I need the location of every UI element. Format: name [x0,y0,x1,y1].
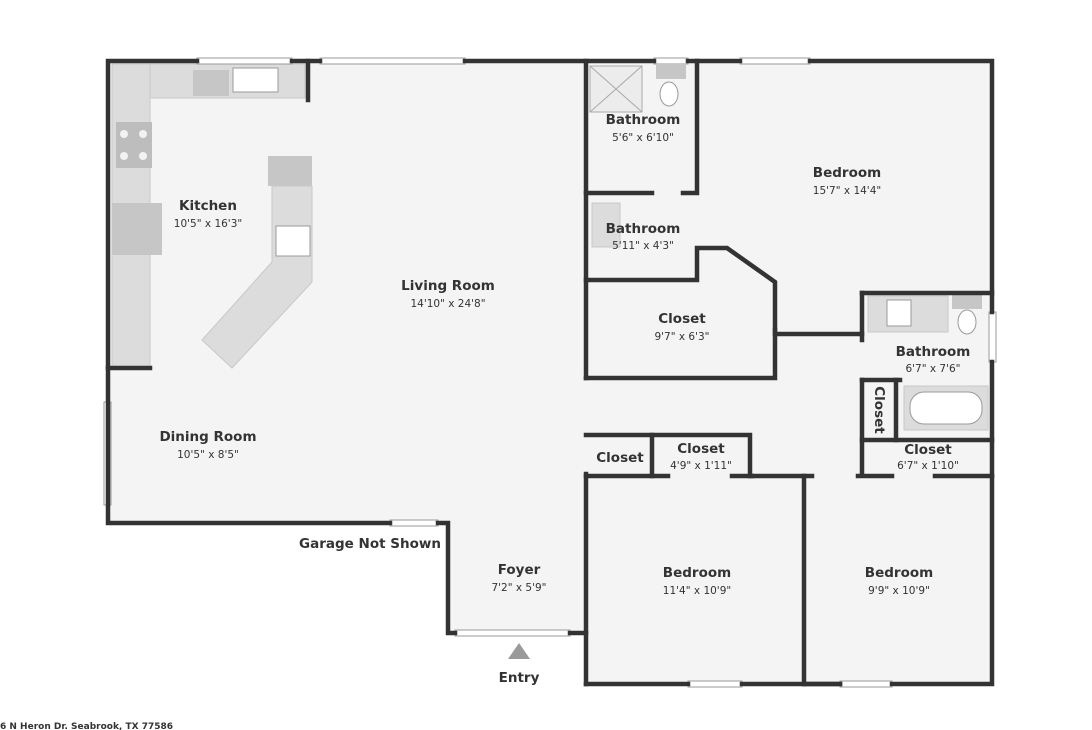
bathroom-top-dims: 5'6" x 6'10" [612,132,674,144]
bathroom-mid-dims: 5'11" x 4'3" [612,240,674,252]
bedroom-3-name: Bedroom [865,565,933,581]
bathroom-mid-name: Bathroom [606,221,681,237]
room-living-room: Living Room 14'10" x 24'8" [401,278,495,310]
room-closet-bedroom2: Closet 4'9" x 1'11" [670,441,732,472]
room-kitchen: Kitchen 10'5" x 16'3" [174,198,242,230]
bedroom-3-dims: 9'9" x 10'9" [868,585,930,597]
living-room-name: Living Room [401,278,495,294]
kitchen-name: Kitchen [179,198,237,214]
room-bedroom-2: Bedroom 11'4" x 10'9" [663,565,731,597]
foyer-name: Foyer [498,562,541,578]
room-bedroom-3: Bedroom 9'9" x 10'9" [865,565,933,597]
room-bathroom-mid: Bathroom 5'11" x 4'3" [606,221,681,252]
bedroom-master-name: Bedroom [813,165,881,181]
bedroom-master-dims: 15'7" x 14'4" [813,185,881,197]
closet-master-dims: 9'7" x 6'3" [654,331,709,343]
bathroom-right-dims: 6'7" x 7'6" [905,363,960,375]
dining-room-dims: 10'5" x 8'5" [177,449,239,461]
bathroom-right-name: Bathroom [896,344,971,360]
room-bathroom-right: Bathroom 6'7" x 7'6" [896,344,971,375]
closet-bedroom3-dims: 6'7" x 1'10" [897,460,959,472]
closet-master-name: Closet [658,311,706,327]
entry-arrow-icon [508,643,530,659]
closet-bedroom2-name: Closet [677,441,725,457]
bedroom-2-dims: 11'4" x 10'9" [663,585,731,597]
closet-small-vertical-name: Closet [871,386,887,434]
closet-hall-name: Closet [596,450,644,466]
room-dining-room: Dining Room 10'5" x 8'5" [159,429,256,461]
closet-bedroom2-dims: 4'9" x 1'11" [670,460,732,472]
walls [105,58,995,687]
bathroom-top-name: Bathroom [606,112,681,128]
room-bedroom-master: Bedroom 15'7" x 14'4" [813,165,881,197]
room-foyer: Foyer 7'2" x 5'9" [491,562,546,594]
room-closet-small-vertical: Closet [871,386,887,434]
room-bathroom-top: Bathroom 5'6" x 6'10" [606,112,681,144]
living-room-dims: 14'10" x 24'8" [410,298,485,310]
kitchen-dims: 10'5" x 16'3" [174,218,242,230]
floor-area [108,61,992,684]
room-closet-bedroom3: Closet 6'7" x 1'10" [897,442,959,472]
bathroom-fixtures [589,65,989,431]
kitchen-fixtures [111,63,313,369]
garage-note: Garage Not Shown [299,536,441,552]
entry-label: Entry [499,670,540,686]
closet-bedroom3-name: Closet [904,442,952,458]
foyer-dims: 7'2" x 5'9" [491,582,546,594]
bedroom-2-name: Bedroom [663,565,731,581]
room-closet-hall: Closet [596,450,644,466]
room-closet-master: Closet 9'7" x 6'3" [654,311,709,343]
dining-room-name: Dining Room [159,429,256,445]
address-footer: 6 N Heron Dr. Seabrook, TX 77586 [0,722,173,730]
